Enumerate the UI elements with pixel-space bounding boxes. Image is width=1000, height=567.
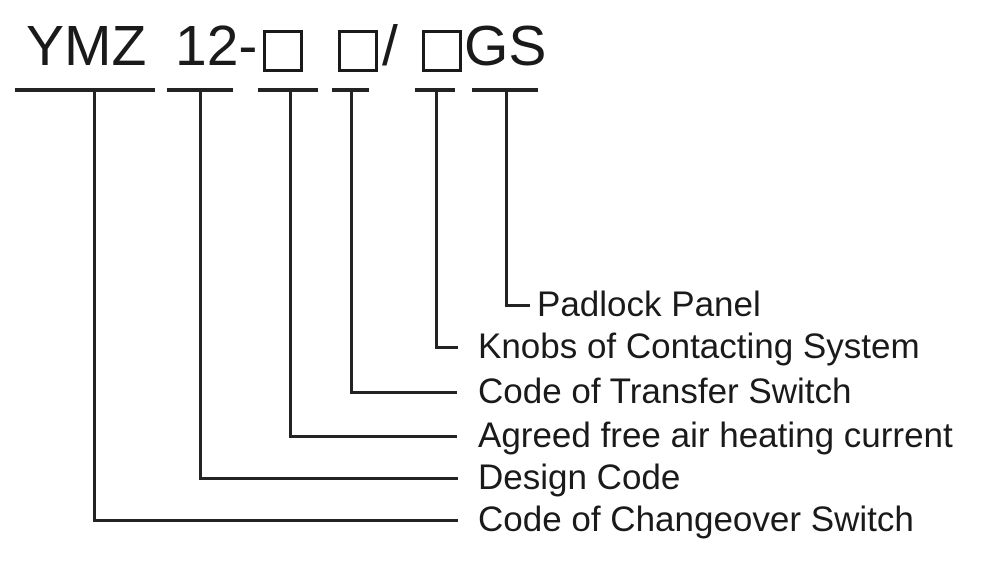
callout-heating-current: Agreed free air heating current <box>478 416 953 455</box>
placeholder-box-1 <box>263 30 303 72</box>
leader-knobs-vertical <box>435 92 438 349</box>
model-code-suffix: GS <box>464 14 547 78</box>
model-code-design-number: 12- <box>175 14 258 78</box>
leader-changeover-vertical <box>93 92 96 522</box>
callout-changeover-switch: Code of Changeover Switch <box>478 500 914 539</box>
underline-box-2 <box>332 88 369 92</box>
callout-design-code: Design Code <box>478 458 681 497</box>
model-code-separator: / <box>382 14 398 78</box>
leader-padlock-horizontal <box>505 304 530 307</box>
leader-heating-horizontal <box>289 435 457 438</box>
leader-changeover-horizontal <box>93 519 458 522</box>
leader-transfer-vertical <box>350 92 353 394</box>
placeholder-box-3 <box>422 30 462 72</box>
underline-prefix <box>15 88 155 92</box>
underline-design-number <box>167 88 233 92</box>
callout-transfer-switch: Code of Transfer Switch <box>478 372 852 411</box>
callout-knobs: Knobs of Contacting System <box>478 327 920 366</box>
placeholder-box-2 <box>338 30 378 72</box>
leader-transfer-horizontal <box>350 391 457 394</box>
leader-design-vertical <box>199 92 202 480</box>
callout-padlock-panel: Padlock Panel <box>537 285 761 324</box>
leader-padlock-vertical <box>505 92 508 307</box>
leader-design-horizontal <box>199 477 458 480</box>
underline-suffix <box>472 88 538 92</box>
leader-knobs-horizontal <box>435 346 458 349</box>
model-code-prefix: YMZ <box>26 14 147 78</box>
underline-box-3 <box>415 88 455 92</box>
underline-box-1 <box>258 88 318 92</box>
leader-heating-vertical <box>289 92 292 438</box>
